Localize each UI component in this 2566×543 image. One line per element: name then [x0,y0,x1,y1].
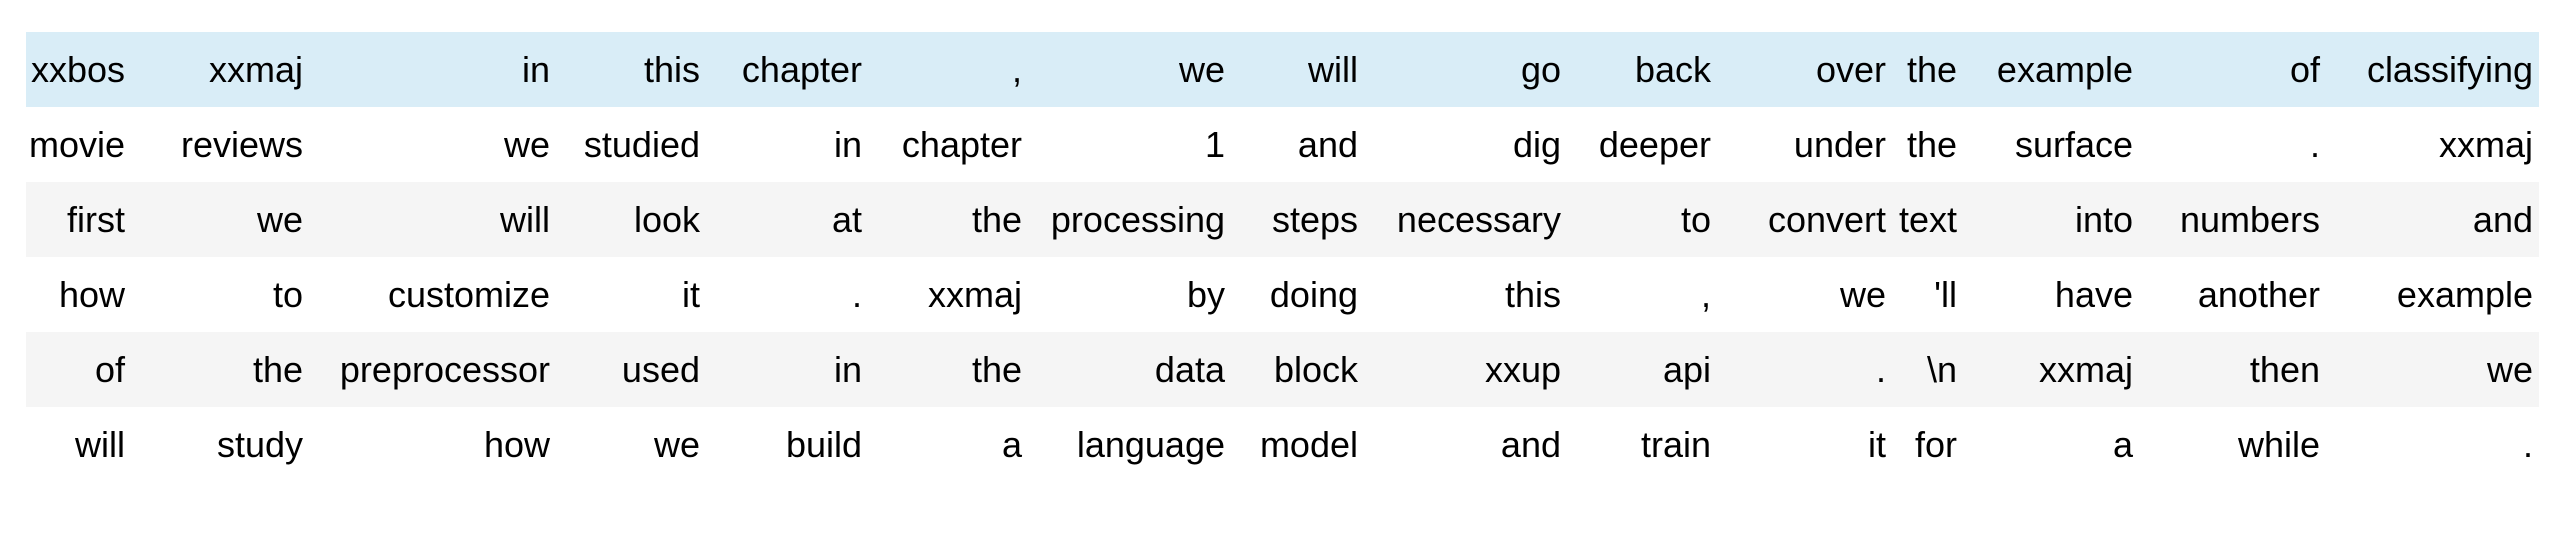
token-cell: how [58,274,125,315]
token-cell: back [1634,49,1711,90]
token-cell: we [256,199,303,240]
token-cell: of [94,349,125,390]
token-cell: train [1640,424,1711,465]
token-cell: then [2249,349,2320,390]
token-cell: it [682,274,700,315]
token-cell: of [2289,49,2320,90]
token-cell: xxmaj [2038,349,2133,390]
token-cell: dig [1512,124,1561,165]
token-cell: studied [583,124,700,165]
token-cell: we [1839,274,1886,315]
token-cell: movie [28,124,125,165]
token-cell: example [2396,274,2533,315]
token-cell: reviews [180,124,303,165]
token-cell: in [833,124,862,165]
token-cell: \n [1926,349,1957,390]
token-cell: used [621,349,700,390]
token-cell: convert [1767,199,1886,240]
table-row: xxbos xxmaj in this chapter, we will go back over… [26,32,2539,107]
tokenized-text-output: xxbos xxmaj in this chapter, we will go back over… [26,32,2539,482]
table-row: how to customize it. xxmaj by doing this, we 'll h… [26,257,2539,332]
token-cell: go [1520,49,1561,90]
token-cell: text [1898,199,1957,240]
token-cell: we [503,124,550,165]
token-cell: by [1186,274,1225,315]
token-cell: into [2074,199,2133,240]
token-cell: xxmaj [2438,124,2533,165]
token-cell: language [1076,424,1225,465]
token-cell: and [1297,124,1358,165]
token-cell: first [67,199,125,240]
token-cell: it [1868,424,1886,465]
token-cell: xxmaj [927,274,1022,315]
token-cell: to [272,274,303,315]
token-cell: in [521,49,550,90]
token-cell: we [1178,49,1225,90]
token-cell: model [1259,424,1358,465]
token-cell: numbers [2179,199,2320,240]
token-cell: this [643,49,700,90]
token-cell: we [2486,349,2533,390]
token-cell: chapter [741,49,862,90]
token-cell: over [1815,49,1886,90]
token-cell: chapter [901,124,1022,165]
token-cell: xxbos [30,49,125,90]
token-cell: 1 [1204,124,1225,165]
token-cell: at [831,199,862,240]
token-cell: study [216,424,303,465]
token-cell: api [1662,349,1711,390]
token-cell: the [1906,124,1957,165]
token-cell: the [971,199,1022,240]
table-row: of the preprocessor used in the data block xxup a… [26,332,2539,407]
token-cell: data [1154,349,1225,390]
token-cell: . [851,274,862,315]
token-cell: have [2054,274,2133,315]
token-cell: under [1793,124,1886,165]
token-cell: another [2197,274,2320,315]
token-cell: build [785,424,862,465]
token-cell: classifying [2366,49,2533,90]
token-cell: a [2112,424,2133,465]
token-cell: , [1011,49,1022,90]
token-cell: surface [2014,124,2133,165]
token-cell: . [1875,349,1886,390]
token-cell: doing [1269,274,1358,315]
token-cell: customize [387,274,550,315]
token-cell: deeper [1598,124,1711,165]
token-cell: we [653,424,700,465]
token-cell: processing [1050,199,1225,240]
token-cell: the [1906,49,1957,90]
token-cell: and [2472,199,2533,240]
token-cell: this [1504,274,1561,315]
token-cell: , [1700,274,1711,315]
token-cell: steps [1271,199,1358,240]
token-cell: the [252,349,303,390]
token-cell: preprocessor [339,349,550,390]
token-cell: and [1500,424,1561,465]
token-cell: block [1273,349,1358,390]
token-cell: while [2237,424,2320,465]
token-cell: . [2522,424,2533,465]
token-cell: the [971,349,1022,390]
token-cell: to [1680,199,1711,240]
token-cell: . [2309,124,2320,165]
token-cell: xxmaj [208,49,303,90]
token-cell: 'll [1934,274,1957,315]
table-row: first we will look at the processing steps neces… [26,182,2539,257]
token-cell: look [633,199,700,240]
token-cell: in [833,349,862,390]
token-cell: will [75,424,125,465]
token-cell: for [1914,424,1957,465]
token-cell: necessary [1396,199,1561,240]
token-cell: will [1308,49,1358,90]
token-cell: how [483,424,550,465]
token-cell: will [500,199,550,240]
token-cell: a [1001,424,1022,465]
token-cell: example [1996,49,2133,90]
table-row: will study how we build a language model and trai… [26,407,2539,482]
token-table: xxbos xxmaj in this chapter, we will go back over… [26,32,2539,482]
token-cell: xxup [1484,349,1561,390]
